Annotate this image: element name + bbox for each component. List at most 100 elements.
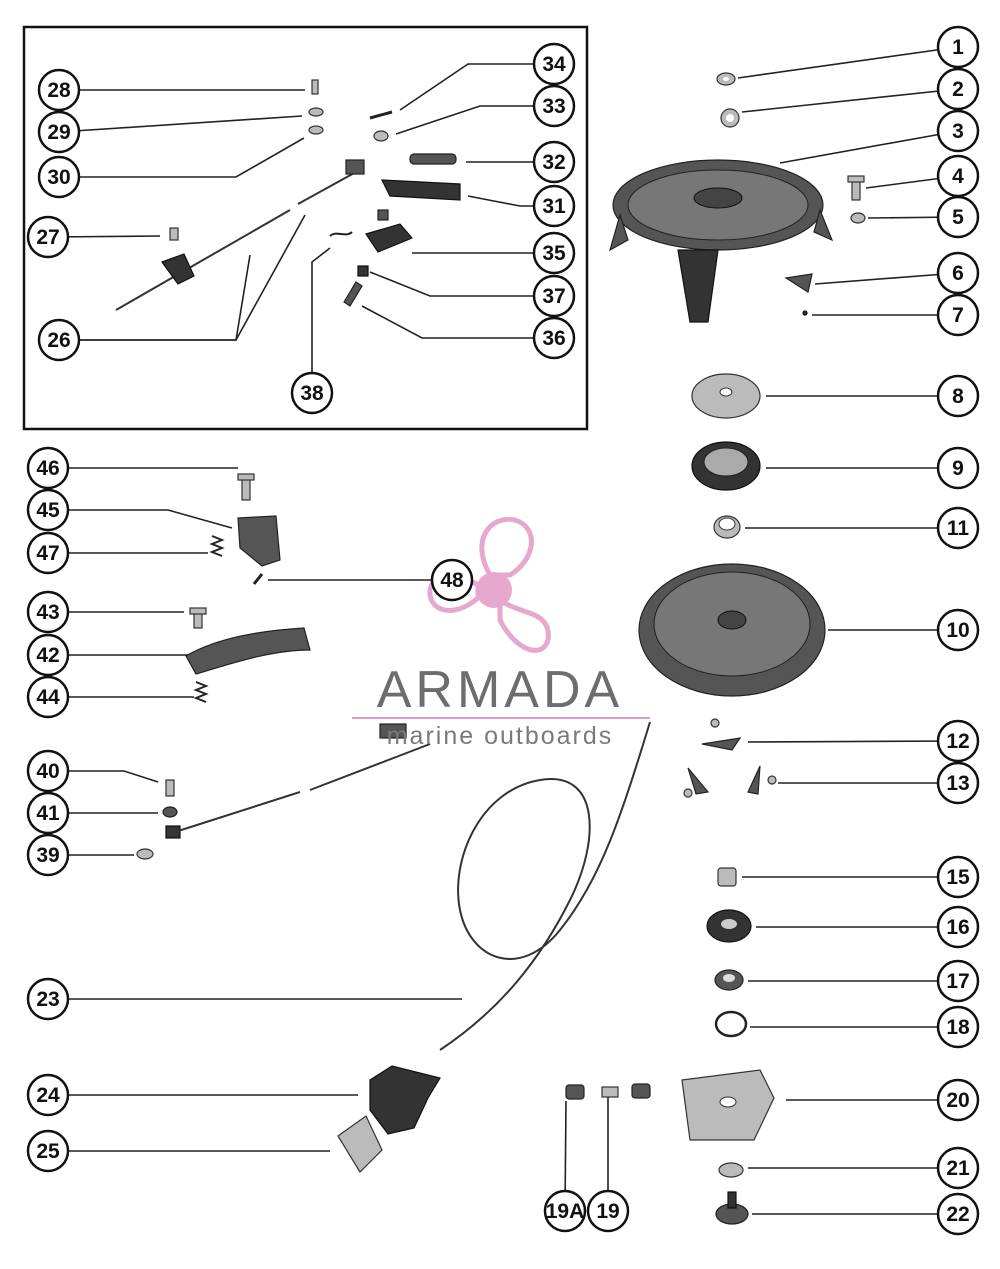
part-47-spring <box>209 535 225 557</box>
callout-circle <box>26 633 70 677</box>
part-48-pin <box>252 573 264 585</box>
callout-circle <box>26 590 70 634</box>
part-18-retainer <box>714 1010 748 1038</box>
callout-number: 28 <box>47 79 71 102</box>
callout-23: 23 <box>26 977 462 1021</box>
callout-circle <box>936 959 980 1003</box>
callout-number: 9 <box>952 457 964 480</box>
part-4-screw <box>847 175 865 201</box>
callout-4: 4 <box>865 154 980 198</box>
part-39-40-41-linkage <box>136 723 431 860</box>
callout-circle <box>26 1073 70 1117</box>
callout-number: 29 <box>47 121 70 144</box>
callout-38: 38 <box>290 247 334 415</box>
callout-circle <box>586 1189 630 1233</box>
callout-number: 16 <box>946 916 969 939</box>
leader-line-2 <box>741 88 959 113</box>
part-19a-screw <box>565 1084 585 1100</box>
callout-circle <box>26 749 70 793</box>
callout-number: 32 <box>542 151 565 174</box>
part-17-washer <box>714 969 744 991</box>
inset-frame <box>22 25 589 431</box>
leader-line-36 <box>361 305 554 339</box>
callout-34: 34 <box>399 42 576 111</box>
leader-line-38 <box>311 247 331 393</box>
part-2-lockwasher <box>720 108 740 128</box>
callout-36: 36 <box>361 305 576 360</box>
callout-number: 36 <box>542 327 565 350</box>
callout-number: 42 <box>36 644 59 667</box>
callout-number: 7 <box>952 304 964 327</box>
callout-number: 46 <box>36 457 59 480</box>
callout-number: 5 <box>952 206 964 229</box>
callout-circle <box>936 1005 980 1049</box>
callout-circle <box>37 155 81 199</box>
callout-17: 17 <box>748 959 980 1003</box>
callout-circle <box>532 316 576 360</box>
leader-line-45 <box>48 509 233 529</box>
callout-number: 1 <box>952 36 964 59</box>
callout-25: 25 <box>26 1129 330 1173</box>
callout-44: 44 <box>26 675 194 719</box>
callout-number: 33 <box>542 95 565 118</box>
part-34-pin <box>369 110 393 120</box>
callout-circle <box>26 1129 70 1173</box>
part-6-pawl <box>784 273 813 293</box>
callout-43: 43 <box>26 590 184 634</box>
callout-number: 19 <box>596 1200 619 1223</box>
callout-circle <box>936 109 980 153</box>
callout-circle <box>543 1189 587 1233</box>
callout-number: 2 <box>952 78 964 101</box>
callout-15: 15 <box>742 855 980 899</box>
callout-number: 26 <box>47 329 70 352</box>
callout-20: 20 <box>786 1078 980 1122</box>
callout-circle <box>936 506 980 550</box>
callout-circle <box>936 761 980 805</box>
callout-number: 38 <box>300 382 324 405</box>
callout-number: 47 <box>36 542 59 565</box>
callout-circle <box>936 608 980 652</box>
callout-number: 41 <box>36 802 60 825</box>
callout-number: 6 <box>952 262 964 285</box>
callout-number: 31 <box>542 195 566 218</box>
part-19-screw-head <box>631 1083 651 1099</box>
callout-1: 1 <box>737 25 980 79</box>
part-26-cable <box>115 159 365 311</box>
callout-circle <box>532 84 576 128</box>
callout-number: 3 <box>952 120 964 143</box>
callout-circle <box>936 446 980 490</box>
leader-line-34 <box>399 63 554 111</box>
callout-number: 27 <box>36 226 59 249</box>
part-36-screw <box>343 281 363 307</box>
callout-circle <box>532 184 576 228</box>
callout-35: 35 <box>412 231 576 275</box>
callout-circle <box>37 318 81 362</box>
callout-circle <box>936 1192 980 1236</box>
part-44-spring <box>193 681 209 703</box>
callout-16: 16 <box>756 905 980 949</box>
callout-33: 33 <box>395 84 576 135</box>
part-35-lock <box>365 209 413 253</box>
part-5-washer <box>850 212 866 224</box>
callout-19: 19 <box>586 1097 630 1233</box>
brand-tagline: marine outboards <box>386 722 614 750</box>
part-8-plate <box>691 373 761 419</box>
callout-circle <box>26 215 70 259</box>
part-33-washer <box>373 130 389 142</box>
callout-circle <box>936 374 980 418</box>
callout-number: 4 <box>952 165 964 188</box>
part-28-screw <box>311 79 319 95</box>
callout-circle <box>26 531 70 575</box>
part-31-bracket <box>381 179 461 201</box>
callout-number: 44 <box>36 686 60 709</box>
leader-line-33 <box>395 105 554 135</box>
callout-circle <box>936 293 980 337</box>
part-38-spring <box>329 231 353 237</box>
callout-29: 29 <box>37 110 303 154</box>
callout-circle <box>26 488 70 532</box>
leader-line-26 <box>59 214 306 341</box>
callout-number: 34 <box>542 53 566 76</box>
callout-number: 22 <box>946 1203 969 1226</box>
callout-circle <box>26 446 70 490</box>
